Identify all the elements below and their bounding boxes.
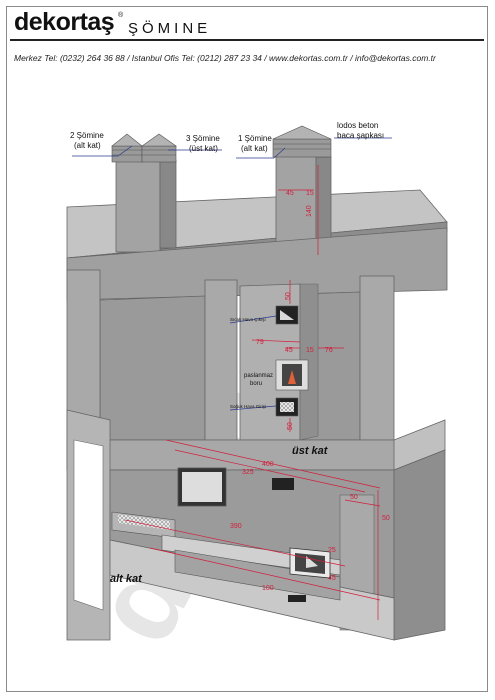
dim-25: 25: [328, 547, 336, 554]
dim-390: 390: [230, 523, 242, 530]
chimney-left: [111, 133, 177, 253]
dim-50-lower: 50: [287, 422, 294, 430]
label-chimney3-line2: (üst kat): [189, 144, 218, 153]
label-lower-floor: alt kat: [110, 573, 143, 585]
brand-suffix: ŞÖMINE: [128, 20, 212, 37]
label-cold-air: Soğuk Hava Girişi: [230, 404, 266, 409]
brand-logo: dekortaş: [14, 8, 115, 36]
dimension-lines: [124, 165, 381, 620]
wall-vent: [272, 478, 294, 490]
label-cap-line1: lodos beton: [337, 121, 378, 130]
dim-45-chimney: 45: [286, 190, 294, 197]
dim-400: 400: [262, 461, 274, 468]
label-chimney3-line1: 3 Şömine: [186, 134, 220, 143]
dimension-labels: 45 15 140 50 79 45 76 15 50 400 325 50 3…: [230, 190, 390, 592]
leader-lines: [72, 137, 392, 411]
callout-labels: 2 Şömine (alt kat) 3 Şömine (üst kat) 1 …: [70, 121, 384, 409]
upper-floor-structure: [66, 227, 448, 471]
cold-air-inlet: [275, 397, 299, 417]
dim-100: 100: [262, 585, 274, 592]
label-pipe-line1: paslanmaz: [244, 373, 273, 379]
label-cap-line2: baca şapkası: [337, 131, 384, 140]
label-chimney1-line2: (alt kat): [241, 144, 268, 153]
dim-15-flue: 15: [306, 347, 314, 354]
dim-76: 76: [325, 347, 333, 354]
lower-firebox-insert: [289, 547, 331, 579]
contact-line: Merkez Tel: (0232) 264 36 88 / Istanbul …: [14, 53, 436, 63]
dim-50-column: 50: [382, 515, 390, 522]
label-chimney1-line1: 1 Şömine: [238, 134, 272, 143]
dim-45-flue: 45: [285, 347, 293, 354]
dim-50-upper: 50: [285, 292, 292, 300]
dim-79: 79: [256, 339, 264, 346]
header-rule: [10, 39, 484, 41]
hot-air-outlet: [275, 305, 299, 325]
dim-15-chimney: 15: [306, 190, 314, 197]
label-chimney2-line2: (alt kat): [74, 141, 101, 150]
page-frame: [6, 6, 488, 692]
dim-50-right: 50: [350, 494, 358, 501]
label-upper-floor: üst kat: [292, 445, 329, 457]
label-pipe-line2: boru: [250, 381, 262, 387]
dim-45-firebox: 45: [328, 575, 336, 582]
registered-mark: ®: [118, 12, 124, 19]
tv-screen: [177, 467, 227, 507]
label-hot-air: Sıcak Hava Çıkışı: [230, 317, 266, 322]
stainless-pipe-firebox: [275, 359, 309, 391]
label-chimney2-line1: 2 Şömine: [70, 131, 104, 140]
dim-325: 325: [242, 469, 254, 476]
dim-140: 140: [306, 205, 313, 217]
